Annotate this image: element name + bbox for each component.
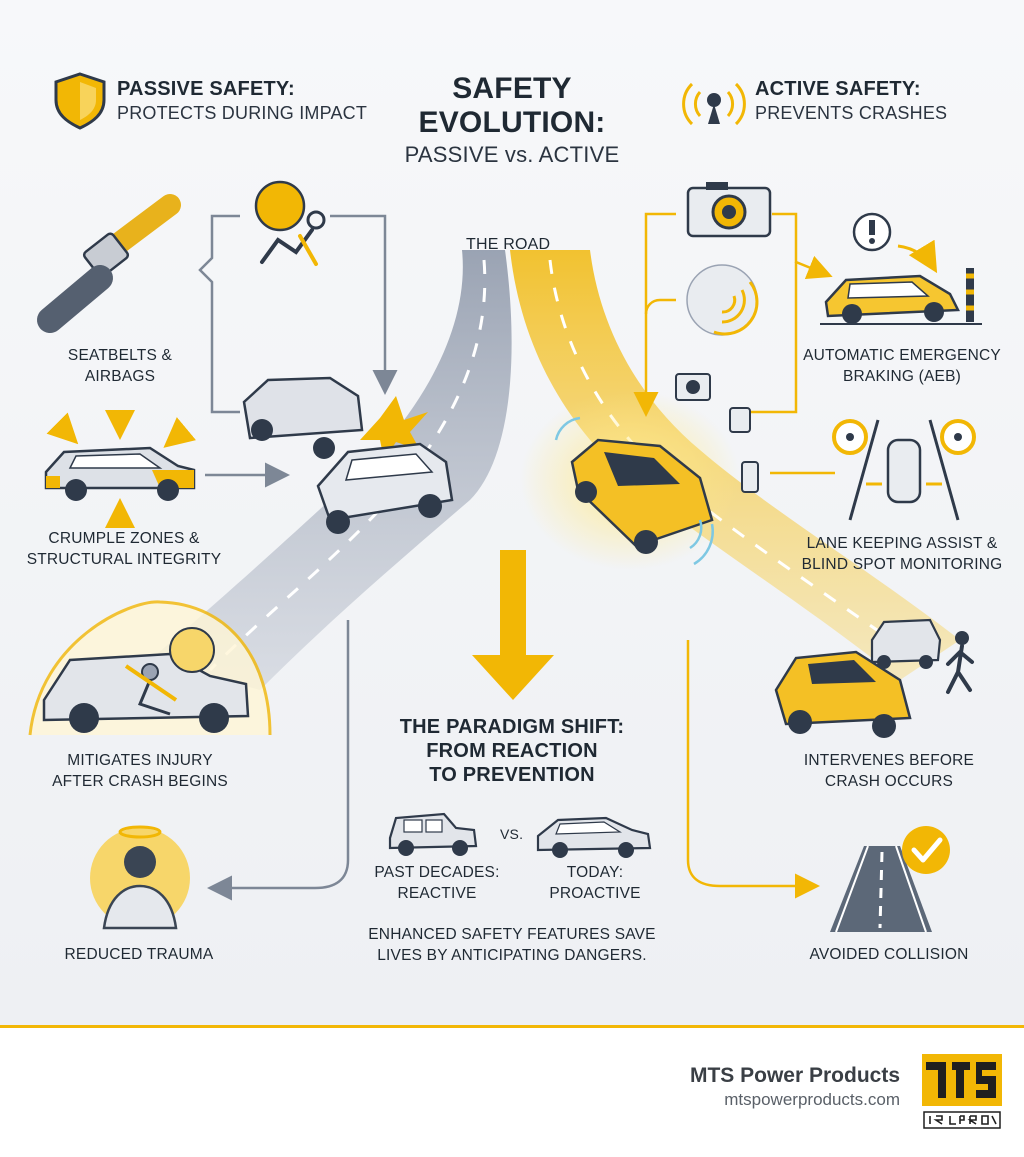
checkmark-icon [902,826,950,874]
reduced-trauma-label: REDUCED TRAUMA [64,946,214,963]
active-heading: ACTIVE SAFETY: [755,78,921,100]
sensor-icons [675,373,759,493]
brand-url[interactable]: mtspowerproducts.com [724,1090,900,1109]
infographic-graphics [28,72,982,933]
pedestrian-scene [774,618,974,738]
today-label: TODAY: PROACTIVE [549,864,641,902]
crash-cars [242,376,454,534]
active-car-icon [554,416,714,566]
aeb-label: AUTOMATIC EMERGENCY BRAKING (AEB) [803,347,1001,385]
intervenes-label: INTERVENES BEFORE CRASH OCCURS [803,752,975,790]
passive-subheading: PROTECTS DURING IMPACT [117,103,368,123]
person-halo-icon [90,825,190,930]
lane-assist-icon [832,419,976,521]
paradigm-shift-title: THE PARADIGM SHIFT: FROM REACTION TO PRE… [399,716,625,786]
active-road [510,250,960,680]
title-line-3: PASSIVE vs. ACTIVE [404,142,620,167]
camera-icon [686,182,772,238]
footer [0,1025,1024,1157]
passive-heading: PASSIVE SAFETY: [117,78,295,100]
modern-car-icon [536,816,652,858]
seatbelts-label: SEATBELTS & AIRBAGS [67,347,173,385]
radar-icon [686,264,759,336]
title-line-1: SAFETY [452,72,572,105]
main-title: SAFETY EVOLUTION: PASSIVE vs. ACTIVE [370,72,654,168]
seatbelt-icon [37,194,181,333]
vs-label: VS. [500,826,524,842]
avoided-collision-label: AVOIDED COLLISION [809,946,969,963]
avoided-road-icon [830,826,950,933]
road-label: THE ROAD [466,236,551,253]
vintage-car-icon [388,812,478,856]
crumple-label: CRUMPLE ZONES & STRUCTURAL INTEGRITY [26,530,222,568]
pedestrian-icon [955,631,969,645]
shift-arrow [500,550,526,660]
radar-signal-icon [682,82,746,126]
shield-icon [54,72,106,130]
airbag-icon [254,180,326,266]
airbag-car-icon [28,600,272,736]
brand-block: MTS Power Products mtspowerproducts.com [690,1064,900,1110]
past-decades-label: PAST DECADES: REACTIVE [374,864,500,902]
brand-name: MTS Power Products [689,1064,900,1087]
crumple-car-icon [44,410,197,528]
summary-text: ENHANCED SAFETY FEATURES SAVE LIVES BY A… [368,926,656,964]
title-line-2: EVOLUTION: [418,106,606,139]
aeb-car-icon [820,268,982,325]
active-subheading: PREVENTS CRASHES [755,103,948,123]
warning-icon [852,212,938,274]
lane-label: LANE KEEPING ASSIST & BLIND SPOT MONITOR… [801,535,1003,573]
mts-logo-icon [920,1052,1004,1132]
mitigates-label: MITIGATES INJURY AFTER CRASH BEGINS [52,752,228,790]
